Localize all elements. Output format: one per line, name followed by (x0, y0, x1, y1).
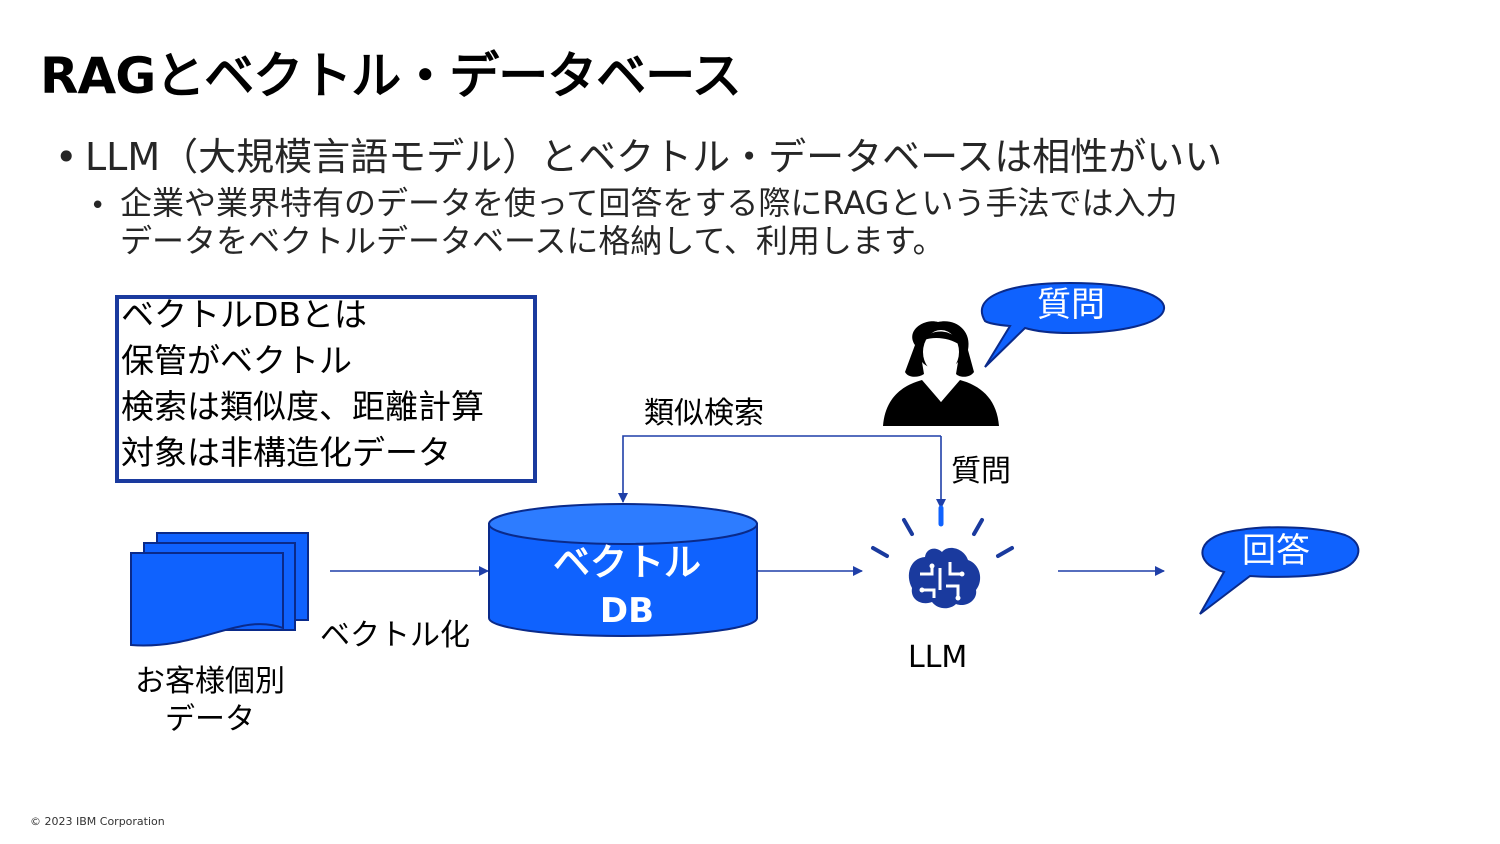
question-label: 質問 (951, 454, 1011, 489)
bullet-dot: • (90, 191, 106, 221)
answer-bubble (1199, 526, 1360, 615)
bullet-level2: • 企業や業界特有のデータを使って回答をする際にRAGという手法では入力 データ… (90, 184, 1370, 260)
question-bubble-text: 質問 (1037, 285, 1105, 325)
info-line-3: 検索は類似度、距離計算 (121, 387, 484, 426)
answer-bubble-text: 回答 (1242, 531, 1310, 571)
vectorize-label: ベクトル化 (320, 618, 470, 653)
db-label-line1: ベクトル (553, 541, 701, 584)
brain-icon (871, 505, 1014, 609)
bullet-level2-line1: 企業や業界特有のデータを使って回答をする際にRAGという手法では入力 (120, 184, 1178, 222)
database-icon (488, 503, 758, 637)
bullet-level1-text: LLM（大規模言語モデル）とベクトル・データベースは相性がいい (85, 135, 1223, 179)
documents-label-line2: データ (165, 702, 255, 737)
bullet-level1: •LLM（大規模言語モデル）とベクトル・データベースは相性がいい (55, 126, 1222, 181)
info-line-2: 保管がベクトル (121, 341, 352, 380)
bullet-dot: • (55, 135, 78, 179)
question-bubble (980, 281, 1166, 368)
info-line-4: 対象は非構造化データ (121, 433, 451, 472)
similarity-search-label: 類似検索 (644, 396, 764, 431)
vector-db-info-box: ベクトルDBとは 保管がベクトル 検索は類似度、距離計算 対象は非構造化データ (115, 295, 537, 483)
documents-label-line1: お客様個別 (135, 664, 285, 699)
bullet-level2-line2: データをベクトルデータベースに格納して、利用します。 (120, 222, 945, 260)
db-label-line2: DB (600, 591, 654, 631)
copyright-footer: © 2023 IBM Corporation (30, 815, 165, 828)
llm-label: LLM (908, 640, 968, 675)
similarity-search-arrow (618, 435, 941, 503)
documents-icon (130, 532, 309, 647)
person-icon (883, 321, 999, 426)
page-title: RAGとベクトル・データベース (40, 47, 742, 105)
info-line-1: ベクトルDBとは (121, 295, 368, 334)
